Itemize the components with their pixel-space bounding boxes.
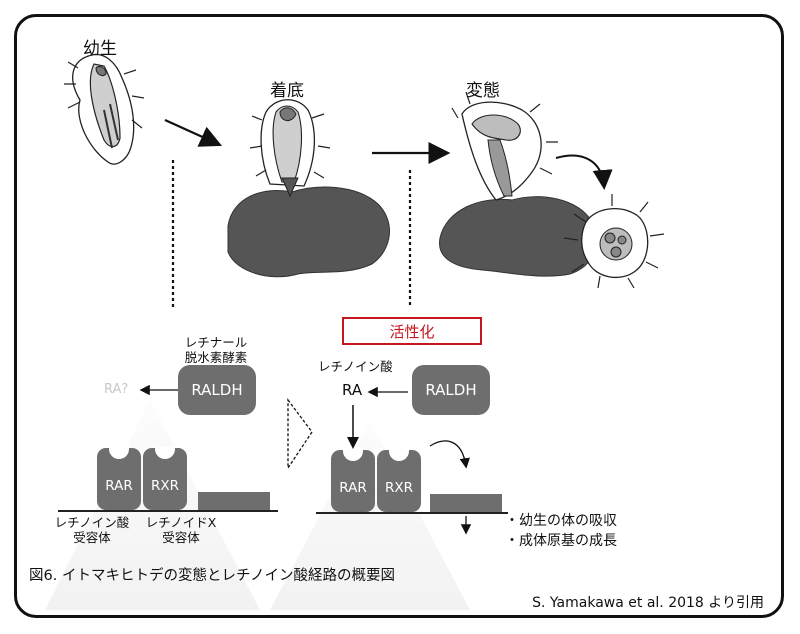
arrow-to-juvenile — [555, 154, 613, 190]
ra-faded-label: RA? — [104, 382, 129, 397]
enzyme-label-line1: レチナール — [184, 335, 248, 350]
raldh-box-right: RALDH — [412, 365, 490, 415]
metamorphosis-illustration — [439, 91, 597, 277]
outcome-larval-absorption: ・幼生の体の吸収 — [505, 513, 617, 529]
rar-label: RAR — [339, 480, 367, 496]
rar-label: RAR — [105, 478, 133, 494]
rxr-receptor-left: RXR — [143, 447, 187, 510]
rxr-caption-line1: レチノイドX — [145, 515, 217, 530]
ligand-pocket — [343, 449, 363, 461]
ra-label: RA — [342, 381, 363, 399]
outcome-rudiment-growth: ・成体原基の成長 — [505, 533, 617, 549]
ligand-pocket — [155, 447, 175, 459]
target-gene-right — [430, 494, 502, 512]
rxr-label: RXR — [384, 480, 413, 496]
figure-frame — [14, 14, 784, 618]
dna-line-left — [58, 510, 278, 512]
arrow-larva-to-settlement — [164, 118, 223, 147]
rar-caption-line2: 受容体 — [73, 530, 111, 545]
rar-caption-line1: レチノイン酸 — [54, 515, 130, 530]
ligand-pocket — [389, 449, 409, 461]
shadow-cone-right — [270, 420, 470, 610]
citation: S. Yamakawa et al. 2018 より引用 — [532, 595, 764, 611]
stage-label-metamorphosis: 変態 — [466, 81, 500, 101]
rxr-receptor-right: RXR — [377, 449, 421, 512]
raldh-box-left: RALDH — [178, 365, 256, 415]
retinoic-acid-label: レチノイン酸 — [318, 359, 393, 374]
arrow-receptor-to-gene — [429, 440, 470, 469]
rxr-caption-line2: 受容体 — [162, 530, 200, 545]
rar-receptor-right: RAR — [331, 449, 375, 512]
dna-line-right — [316, 512, 508, 514]
transition-triangle — [287, 398, 313, 471]
ligand-pocket — [109, 447, 129, 459]
enzyme-label-line2: 脱水素酵素 — [184, 350, 248, 365]
target-gene-left — [198, 492, 270, 510]
settlement-illustration — [227, 99, 390, 278]
activation-box: 活性化 — [342, 317, 482, 345]
rar-receptor-left: RAR — [97, 447, 141, 510]
stage-label-larva: 幼生 — [83, 39, 117, 59]
stage-label-settlement: 着底 — [270, 81, 304, 101]
juvenile-illustration — [563, 194, 665, 289]
figure-caption: 図6. イトマキヒトデの変態とレチノイン酸経路の概要図 — [29, 568, 396, 584]
larva-illustration — [64, 53, 145, 165]
rxr-label: RXR — [150, 478, 179, 494]
